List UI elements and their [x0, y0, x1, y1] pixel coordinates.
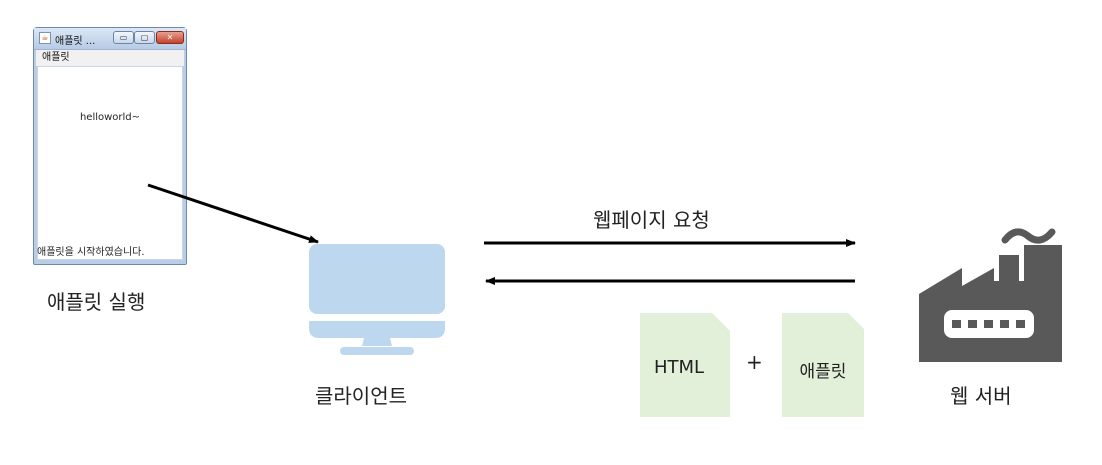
applet-document-icon	[782, 313, 864, 417]
monitor-icon	[309, 244, 445, 355]
applet-run-arrow	[147, 183, 319, 244]
applet-window-title: 애플릿 ...	[55, 36, 96, 47]
applet-titlebar: ☕ 애플릿 ... ▭ ▢ ✕	[34, 28, 186, 50]
applet-menubar: 애플릿	[36, 50, 184, 66]
html-document-label: HTML	[653, 357, 705, 378]
applet-menu-item[interactable]: 애플릿	[42, 52, 70, 63]
html-document-icon	[640, 313, 730, 417]
applet-status-text: 애플릿을 시작하였습니다.	[37, 247, 145, 258]
java-icon: ☕	[39, 32, 51, 44]
plus-sign: +	[746, 350, 763, 374]
minimize-button[interactable]: ▭	[113, 31, 134, 44]
maximize-button[interactable]: ▢	[134, 31, 155, 44]
applet-document-label: 애플릿	[799, 362, 847, 382]
applet-run-label: 애플릿 실행	[47, 290, 146, 314]
web-server-label: 웹 서버	[950, 384, 1012, 408]
close-button[interactable]: ✕	[156, 31, 184, 44]
client-label: 클라이언트	[315, 384, 407, 408]
factory-icon	[919, 228, 1062, 362]
request-label: 웹페이지 요청	[593, 208, 710, 232]
applet-window: ☕ 애플릿 ... ▭ ▢ ✕ 애플릿 helloworld~ 애플릿을 시작하…	[33, 27, 187, 265]
applet-content-area: helloworld~	[37, 66, 183, 260]
applet-output-text: helloworld~	[79, 112, 141, 123]
